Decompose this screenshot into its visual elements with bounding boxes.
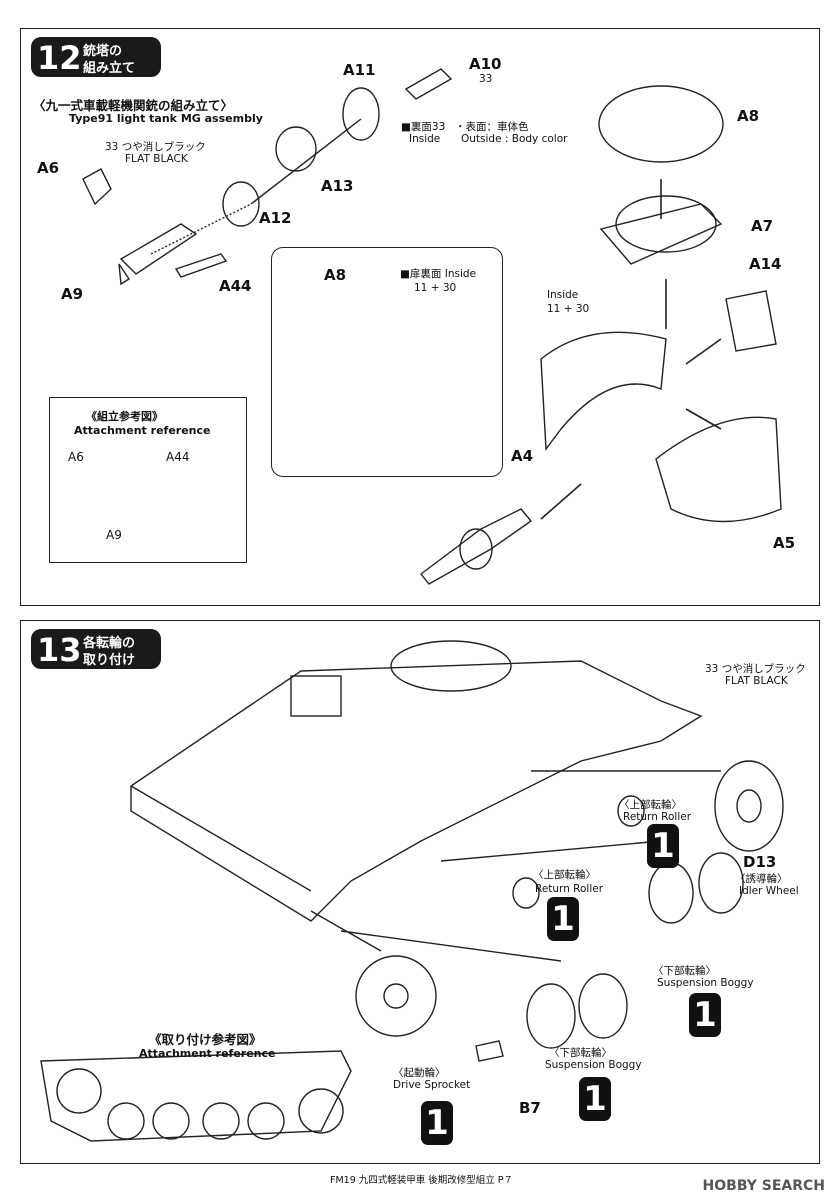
part-label-b7: B7 xyxy=(519,1099,541,1117)
mg-title-en: Type91 light tank MG assembly xyxy=(69,112,263,125)
step-number: 13 xyxy=(37,631,82,669)
return-roller-left-en: Return Roller xyxy=(535,883,604,895)
hull-shape xyxy=(130,660,703,922)
boggy-left-b xyxy=(578,973,628,1039)
sprocket-en: Drive Sprocket xyxy=(393,1079,471,1091)
flat-black-label: FLAT BLACK xyxy=(725,675,788,687)
qty-sprocket: 1 xyxy=(421,1101,453,1145)
part-label-a4: A4 xyxy=(511,447,534,465)
inside-label-jp: ■裏面33 xyxy=(401,121,446,133)
qty-return-roller-right: 1 xyxy=(647,824,679,868)
step-13-panel: 13 各転輪の 取り付け xyxy=(20,620,820,1164)
step-title-line2: 取り付け xyxy=(83,653,136,668)
part-label-a12: A12 xyxy=(259,209,292,227)
attachment-reference-box: 《組立参考図》 Attachment reference A6 A44 A9 xyxy=(49,397,247,563)
boggy-left-jp: 〈下部転輪〉 xyxy=(549,1047,612,1059)
outside-label-en: Outside : Body color xyxy=(461,133,568,145)
part-a14-shape xyxy=(725,290,777,352)
part-a44-shape xyxy=(174,253,228,278)
reference-silhouette xyxy=(40,1050,352,1142)
drive-sprocket-shape xyxy=(355,955,437,1037)
step-12-panel: 12 銃塔の 組み立て xyxy=(20,28,820,606)
return-roller-left xyxy=(512,877,540,909)
mg-assembled-shape xyxy=(420,508,533,585)
part-a5-shape xyxy=(655,416,782,523)
boggy-right-a xyxy=(648,862,694,924)
idler-wheel-shape xyxy=(714,760,784,852)
step-number: 12 xyxy=(37,39,82,77)
reference-title-en: Attachment reference xyxy=(139,1047,276,1060)
watermark: HOBBY SEARCH xyxy=(702,1178,825,1194)
part-label-a44: A44 xyxy=(219,277,252,295)
ref-label-a9: A9 xyxy=(106,528,122,542)
footer-text: FM19 九四式軽装甲車 後期改修型組立 P７ xyxy=(330,1175,514,1186)
idler-label-jp: 〈誘導輪〉 xyxy=(735,873,788,885)
reference-title-en: Attachment reference xyxy=(74,424,211,437)
part-label-a9: A9 xyxy=(61,285,84,303)
part-label-a14: A14 xyxy=(749,255,782,273)
ref-label-a44: A44 xyxy=(166,450,190,464)
boggy-right-jp: 〈下部転輪〉 xyxy=(653,965,716,977)
return-roller-right xyxy=(617,795,645,827)
step-title-line1: 銃塔の xyxy=(83,44,123,59)
part-a10-shape xyxy=(404,68,453,100)
return-roller-left-jp: 〈上部転輪〉 xyxy=(533,869,596,881)
step-13-drawing xyxy=(40,640,784,1142)
part-label-a5: A5 xyxy=(773,534,796,552)
detail-hatch-box: A8 ■扉裏面 Inside 11 + 30 xyxy=(271,247,503,477)
mg-body-shape xyxy=(119,223,198,275)
idler-label-en: Idler Wheel xyxy=(739,885,799,897)
part-label-a8: A8 xyxy=(737,107,760,125)
part-label-a6: A6 xyxy=(37,159,60,177)
qty-return-roller-left: 1 xyxy=(547,897,579,941)
part-a7-shape xyxy=(599,203,723,265)
mg-title-jp: 〈九一式車載軽機関銃の組み立て〉 xyxy=(33,98,234,113)
step-title-line1: 各転輪の xyxy=(83,636,136,651)
boggy-right-en: Suspension Boggy xyxy=(657,977,754,989)
inside-a4-label: Inside xyxy=(547,289,579,301)
part-b7-shape xyxy=(475,1040,504,1062)
part-a11-shape xyxy=(342,87,380,141)
part-label-a13: A13 xyxy=(321,177,354,195)
idler-part-label: D13 xyxy=(743,853,777,871)
detail-a8-label: A8 xyxy=(324,266,347,284)
qty-boggy-left: 1 xyxy=(579,1077,611,1121)
qty-boggy-right: 1 xyxy=(689,993,721,1037)
return-roller-right-jp: 〈上部転輪〉 xyxy=(619,799,682,811)
boggy-left-en: Suspension Boggy xyxy=(545,1059,642,1071)
reference-title-jp: 《取り付け参考図》 xyxy=(149,1032,262,1047)
part-label-a7: A7 xyxy=(751,217,774,235)
part-label-a10: A10 xyxy=(469,55,502,73)
inside-label-en: Inside xyxy=(409,133,441,145)
detail-paint-codes: 11 + 30 xyxy=(414,282,457,294)
part-a13-shape xyxy=(275,126,317,172)
boggy-left-a xyxy=(526,983,576,1049)
part-a4-shape xyxy=(540,331,667,451)
step-13-badge: 13 各転輪の 取り付け xyxy=(31,629,161,669)
paint-code-a10: 33 xyxy=(479,73,493,85)
part-label-a11: A11 xyxy=(343,61,376,79)
flat-black-label: FLAT BLACK xyxy=(125,153,188,165)
outside-label-jp: ・表面：車体色 xyxy=(455,121,529,133)
step-12-badge: 12 銃塔の 組み立て xyxy=(31,37,161,77)
ref-label-a6: A6 xyxy=(68,450,84,464)
step-title-line2: 組み立て xyxy=(83,61,136,76)
paint-code-33: 33 つや消しブラック xyxy=(705,663,806,675)
detail-hatch-jp: ■扉裏面 Inside xyxy=(400,268,477,280)
part-a12-shape xyxy=(222,181,260,227)
reference-title-jp: 《組立参考図》 xyxy=(86,410,163,423)
part-a6-shape xyxy=(82,168,112,206)
paint-code-33: 33 つや消しブラック xyxy=(105,141,206,153)
boggy-right-b xyxy=(698,852,744,914)
paint-a4-codes: 11 + 30 xyxy=(547,303,590,315)
sprocket-jp: 〈起動輪〉 xyxy=(393,1067,446,1079)
return-roller-right-en: Return Roller xyxy=(623,811,692,823)
part-a8-shape xyxy=(598,85,724,163)
